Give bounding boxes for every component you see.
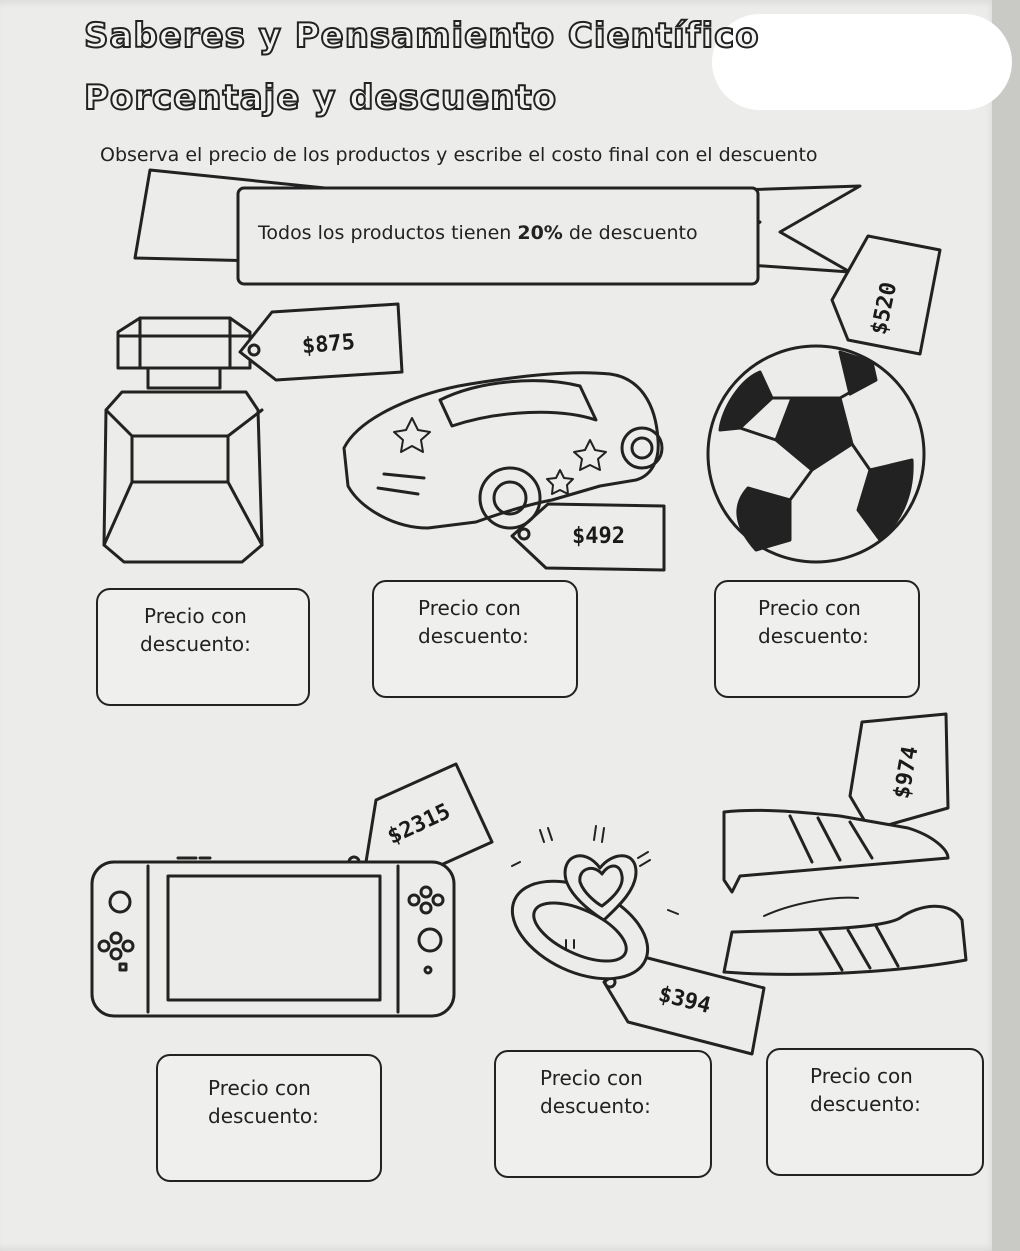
game-console-icon	[90, 856, 456, 1018]
answer-box-sneakers[interactable]: Precio con descuento:	[766, 1048, 984, 1176]
answer-label-line2: descuento:	[208, 1104, 319, 1128]
answer-label-line1: Precio con	[208, 1076, 311, 1100]
answer-input-ring[interactable]	[540, 1126, 700, 1151]
banner-text: Todos los productos tienen 20% de descue…	[258, 222, 698, 244]
answer-box-perfume[interactable]: Precio con descuento:	[96, 588, 310, 706]
perfume-icon	[102, 316, 264, 564]
answer-input-ball[interactable]	[758, 656, 908, 681]
page-edge	[992, 0, 1020, 1251]
answer-label-line1: Precio con	[144, 604, 247, 628]
price-car: $492	[572, 524, 625, 549]
discount-percent: 20%	[517, 222, 563, 244]
answer-input-sneakers[interactable]	[810, 1124, 972, 1149]
answer-label-line1: Precio con	[758, 596, 861, 620]
page-subtitle: Porcentaje y descuento	[83, 77, 558, 119]
answer-label-line2: descuento:	[140, 632, 251, 656]
answer-label-line2: descuento:	[810, 1092, 921, 1116]
answer-label-line2: descuento:	[758, 624, 869, 648]
soccer-ball-icon	[706, 344, 926, 564]
tag-car	[510, 502, 666, 572]
price-perfume: $875	[301, 329, 356, 360]
instruction-text: Observa el precio de los productos y esc…	[100, 144, 818, 166]
tag-console	[347, 762, 494, 880]
answer-box-car[interactable]: Precio con descuento:	[372, 580, 578, 698]
ring-icon	[510, 825, 679, 981]
answer-label-line1: Precio con	[540, 1066, 643, 1090]
redacted-area	[712, 14, 1012, 110]
answer-input-car[interactable]	[418, 656, 566, 681]
answer-input-perfume[interactable]	[144, 664, 298, 689]
sneakers-icon	[722, 808, 968, 976]
answer-label-line1: Precio con	[810, 1064, 913, 1088]
answer-box-ring[interactable]: Precio con descuento:	[494, 1050, 712, 1178]
answer-box-console[interactable]: Precio con descuento:	[156, 1054, 382, 1182]
ribbon-banner	[133, 168, 862, 286]
answer-input-console[interactable]	[208, 1136, 370, 1161]
answer-label-line2: descuento:	[540, 1094, 651, 1118]
car-icon	[342, 371, 664, 530]
answer-box-ball[interactable]: Precio con descuento:	[714, 580, 920, 698]
answer-label-line1: Precio con	[418, 596, 521, 620]
page-title: Saberes y Pensamiento Científico	[83, 15, 760, 57]
tag-perfume	[238, 302, 404, 382]
answer-label-line2: descuento:	[418, 624, 529, 648]
